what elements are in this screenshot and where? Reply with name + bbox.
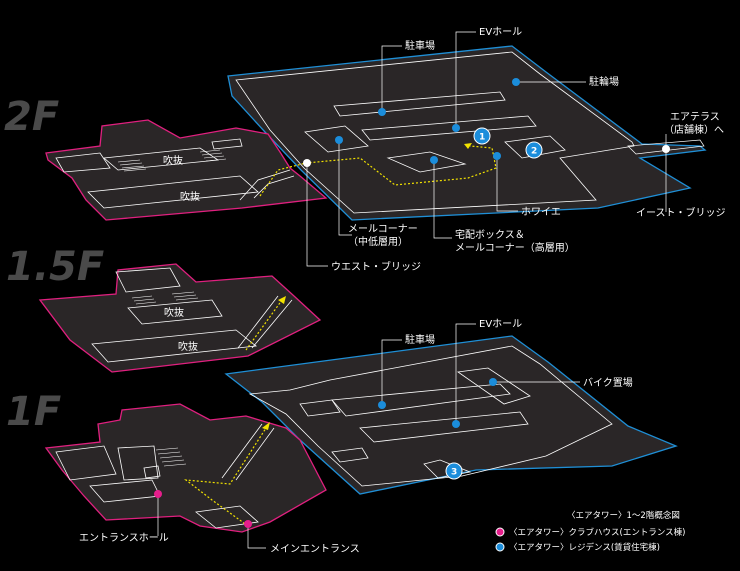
residence-1f xyxy=(224,335,678,495)
markers-1f xyxy=(154,378,497,528)
label-bike-parking: 駐輪場 xyxy=(589,75,619,88)
marker-main-entrance xyxy=(244,520,252,528)
void-label-2f-1: 吹抜 xyxy=(163,154,183,167)
marker-ev-hall-2f xyxy=(452,124,460,132)
markers-2f xyxy=(303,78,670,167)
numbered-marker-3-text: 3 xyxy=(451,468,457,478)
label-mail-corner-2: （中低層用） xyxy=(348,235,408,248)
legend-pink-swatch xyxy=(495,527,505,537)
label-ev-hall-1f: EVホール xyxy=(479,318,522,330)
marker-bike-parking xyxy=(512,78,520,86)
floor-label-1f: 1F xyxy=(6,389,61,435)
marker-ev-hall-1f xyxy=(452,420,460,428)
marker-entrance-hall xyxy=(154,490,162,498)
label-main-entrance: メインエントランス xyxy=(270,543,360,555)
legend-pink-text: 〈エアタワー〉クラブハウス(エントランス棟) xyxy=(509,527,685,538)
floor-label-2f: 2F xyxy=(4,94,59,140)
label-west-bridge: ウエスト・ブリッジ xyxy=(331,260,421,273)
label-entrance-hall: エントランスホール xyxy=(79,532,169,544)
label-air-terrace-1: エアテラス xyxy=(670,111,720,123)
clubhouse-1-5f xyxy=(38,263,322,373)
numbered-marker-3 xyxy=(445,462,463,480)
legend-title: 〈エアタワー〉1〜2階概念図 xyxy=(567,510,680,521)
label-mail-corner-1: メールコーナー xyxy=(348,223,418,235)
label-ev-hall-2f: EVホール xyxy=(479,26,522,38)
numbered-marker-1 xyxy=(473,127,491,145)
numbered-marker-1-text: 1 xyxy=(479,133,485,143)
label-motorbike-parking: バイク置場 xyxy=(583,376,633,389)
floor-label-1-5f: 1.5F xyxy=(6,244,104,290)
legend-blue-swatch xyxy=(495,542,505,552)
marker-east-bridge xyxy=(662,145,670,153)
label-parking-1f: 駐車場 xyxy=(405,333,435,346)
clubhouse-1f xyxy=(44,403,327,533)
leaders-2f xyxy=(306,31,667,267)
marker-mail-corner xyxy=(335,136,343,144)
legend-blue-text: 〈エアタワー〉レジデンス(賃貸住宅棟) xyxy=(509,542,660,553)
numbered-marker-2 xyxy=(525,141,543,159)
clubhouse-2f xyxy=(45,119,328,221)
marker-lobby xyxy=(493,152,501,160)
route-path-2f xyxy=(259,145,497,197)
void-label-1-5f-2: 吹抜 xyxy=(178,340,198,353)
route-path-1f xyxy=(183,427,267,527)
void-label-1-5f-1: 吹抜 xyxy=(164,306,184,319)
marker-delivery-box xyxy=(430,156,438,164)
label-air-terrace-2: （店舗棟）へ xyxy=(664,123,724,136)
label-delivery-box-1: 宅配ボックス＆ xyxy=(455,228,525,241)
marker-parking-1f xyxy=(378,401,386,409)
leaders-1f xyxy=(157,323,580,549)
legend: 〈エアタワー〉1〜2階概念図 〈エアタワー〉クラブハウス(エントランス棟) 〈エ… xyxy=(495,510,685,553)
marker-parking-2f xyxy=(378,108,386,116)
marker-west-bridge xyxy=(303,159,311,167)
label-east-bridge: イースト・ブリッジ xyxy=(636,206,726,219)
label-parking-2f: 駐車場 xyxy=(405,39,435,52)
marker-motorbike-parking xyxy=(489,378,497,386)
void-label-2f-2: 吹抜 xyxy=(180,190,200,203)
label-delivery-box-2: メールコーナー（高層用） xyxy=(455,241,575,254)
label-lobby: ホワイエ xyxy=(521,206,561,218)
numbered-marker-2-text: 2 xyxy=(531,147,537,157)
